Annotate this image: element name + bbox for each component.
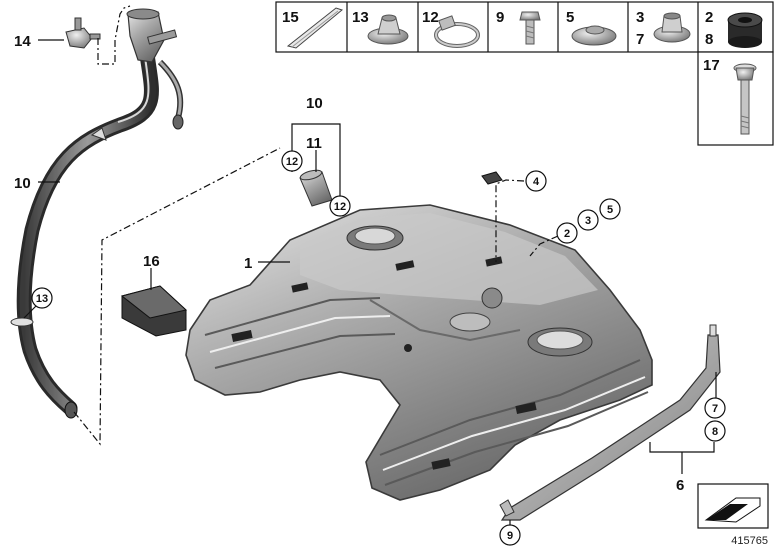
grid-label-7: 7 — [636, 31, 644, 48]
parts-grid: 15 13 12 9 5 3 7 2 8 17 — [275, 1, 774, 146]
callout-circle-5 — [599, 198, 621, 220]
filler-hose — [10, 8, 184, 419]
callout-14: 14 — [14, 33, 31, 50]
callout-12a: 12 — [286, 156, 298, 168]
hose-clamp-icon — [434, 15, 480, 48]
callout-circle-4 — [525, 170, 547, 192]
clip-strip-icon — [286, 7, 344, 49]
washer-nut-icon — [571, 25, 617, 46]
callout-8: 8 — [712, 426, 718, 438]
callout-circle-7 — [704, 397, 726, 419]
callout-5: 5 — [607, 204, 613, 216]
callout-10-top: 10 — [306, 95, 323, 112]
grid-label-8: 8 — [705, 31, 713, 48]
callout-circle-2 — [556, 222, 578, 244]
callout-1: 1 — [244, 255, 252, 272]
long-bolt-icon — [733, 63, 757, 135]
grommet-icon — [653, 12, 691, 43]
cover-icon — [120, 285, 188, 337]
tank-strap — [499, 324, 721, 521]
callout-13: 13 — [36, 293, 48, 305]
label-sticker-icon — [481, 171, 503, 185]
callout-3: 3 — [585, 215, 591, 227]
callout-circle-9 — [499, 524, 521, 546]
valve-icon — [65, 17, 101, 49]
grid-label-13: 13 — [352, 9, 369, 26]
callout-12b: 12 — [334, 201, 346, 213]
callout-7: 7 — [712, 403, 718, 415]
dash-link-hose — [73, 147, 281, 446]
callout-circle-12a — [281, 150, 303, 172]
rubber-bushing-icon — [727, 12, 763, 48]
leader-lines — [23, 39, 717, 526]
callout-6: 6 — [676, 477, 684, 494]
screw-icon — [519, 11, 541, 45]
grid-label-17: 17 — [703, 57, 720, 74]
callout-circle-13 — [31, 287, 53, 309]
grid-label-2: 2 — [705, 9, 713, 26]
grid-label-12: 12 — [422, 9, 439, 26]
callout-11: 11 — [306, 135, 322, 152]
fuel-tank — [185, 204, 653, 501]
grid-label-5: 5 — [566, 9, 574, 26]
callout-circle-3 — [577, 209, 599, 231]
orientation-box — [697, 483, 769, 529]
callout-2: 2 — [564, 228, 570, 240]
callout-circle-12b — [329, 195, 351, 217]
grid-label-9: 9 — [496, 9, 504, 26]
grid-label-15: 15 — [282, 9, 299, 26]
callout-10-hose: 10 — [14, 175, 31, 192]
spring-nut-icon — [367, 14, 409, 45]
grid-label-3: 3 — [636, 9, 644, 26]
callout-4: 4 — [533, 176, 540, 188]
callout-9: 9 — [507, 530, 513, 542]
sleeve-icon — [299, 169, 333, 207]
dash-link-valve — [97, 5, 131, 65]
catalog-number: 415765 — [731, 535, 768, 547]
callout-16: 16 — [143, 253, 160, 270]
callout-circle-8 — [704, 420, 726, 442]
